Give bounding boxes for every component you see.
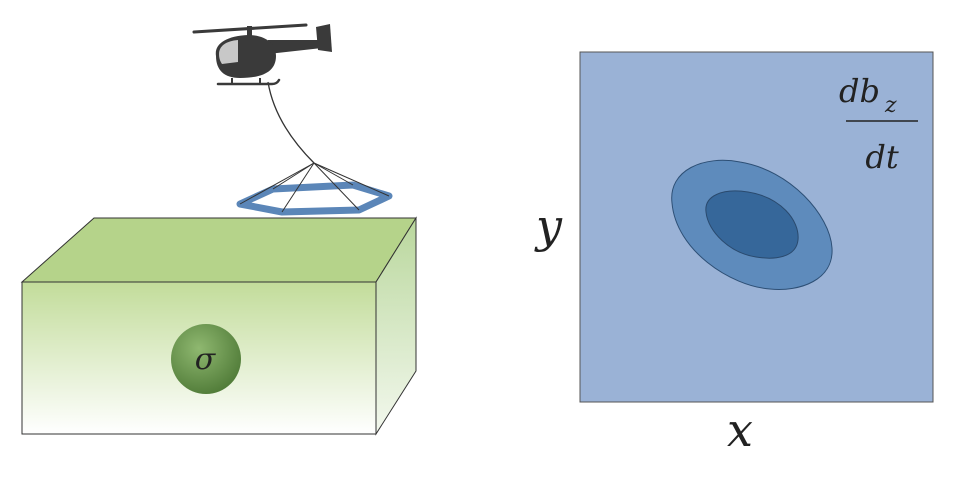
- helicopter-window: [219, 40, 238, 64]
- map-axis-y-label: y: [534, 199, 563, 253]
- quantity-numerator: db: [839, 72, 880, 110]
- ground-block: [20, 216, 417, 436]
- conductive-sphere: σ: [171, 324, 241, 394]
- helicopter-survey-illustration: σ: [20, 23, 417, 436]
- helicopter-icon: [192, 23, 332, 86]
- sigma-label: σ: [195, 342, 217, 377]
- map-axis-x-label: x: [727, 403, 753, 457]
- transmitter-loop: [236, 162, 393, 216]
- map-quantity-label: db z dt: [839, 72, 918, 176]
- quantity-denominator: dt: [865, 138, 898, 176]
- response-map: db z dt y x: [534, 51, 934, 457]
- quantity-subscript: z: [884, 93, 897, 118]
- contour-inner: [705, 190, 799, 259]
- tow-cable: [267, 81, 315, 164]
- svg-text:db: db: [839, 72, 880, 110]
- ground-top-face: [20, 217, 417, 283]
- loop-outline: [236, 181, 393, 216]
